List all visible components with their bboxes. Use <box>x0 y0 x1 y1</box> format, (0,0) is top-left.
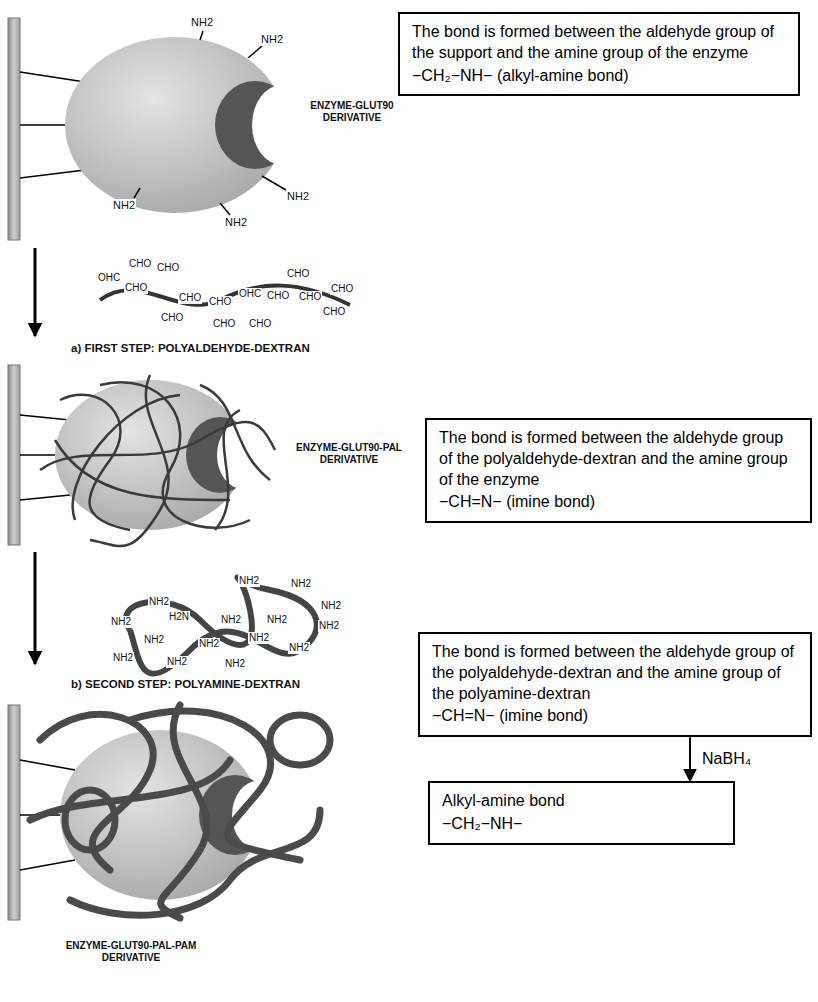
box-text: The bond is formed between the aldehyde … <box>412 22 786 64</box>
amine-group: NH2 <box>288 642 310 654</box>
amine-group: NH2 <box>248 632 270 644</box>
amine-group: NH2 <box>112 199 136 212</box>
amine-group: NH2 <box>110 616 132 628</box>
amine-group: NH2 <box>320 600 342 612</box>
aldehyde-group: CHO <box>286 268 310 280</box>
reagent-label: NaBH₄ <box>700 750 753 768</box>
amine-group: NH2 <box>318 620 340 632</box>
amine-group: NH2 <box>286 190 310 203</box>
amine-group: NH2 <box>224 658 246 670</box>
enzyme-glut90-pal <box>8 365 275 546</box>
aldehyde-group: CHO <box>298 291 322 303</box>
aldehyde-group: CHO <box>266 290 290 302</box>
bond-formula: −CH₂−NH− <box>442 814 721 835</box>
amine-group: H2N <box>168 611 190 623</box>
derivative-name: ENZYME-GLUT90 DERIVATIVE <box>305 100 399 123</box>
step-label: b) SECOND STEP: POLYAMINE-DEXTRAN <box>70 678 301 691</box>
aldehyde-group: CHO <box>156 262 180 274</box>
step-arrow <box>34 552 37 664</box>
amine-group: NH2 <box>220 614 242 626</box>
aldehyde-group: CHO <box>178 292 202 304</box>
box-text: The bond is formed between the aldehyde … <box>439 428 798 490</box>
bond-formula: −CH=N− (imine bond) <box>439 492 798 513</box>
amine-group: NH2 <box>143 634 165 646</box>
amine-group: NH2 <box>190 16 214 29</box>
reaction-arrow <box>689 737 691 781</box>
derivative-name: ENZYME-GLUT90-PAL DERIVATIVE <box>283 442 415 465</box>
aldehyde-group: CHO <box>330 283 354 295</box>
aldehyde-group: CHO <box>322 306 346 318</box>
aldehyde-group: CHO <box>212 318 236 330</box>
aldehyde-group: OHC <box>238 288 262 300</box>
box-text: The bond is formed between the aldehyde … <box>432 642 798 704</box>
step-label: a) FIRST STEP: POLYALDEHYDE-DEXTRAN <box>70 342 311 355</box>
enzyme-glut90 <box>8 18 312 240</box>
aldehyde-group: CHO <box>248 318 272 330</box>
aldehyde-group: CHO <box>124 282 148 294</box>
derivative-name: ENZYME-GLUT90-PAL-PAM DERIVATIVE <box>35 940 227 963</box>
amine-group: NH2 <box>224 216 248 229</box>
aldehyde-group: CHO <box>208 296 232 308</box>
amine-group: NH2 <box>238 575 260 587</box>
text-box: The bond is formed between the aldehyde … <box>418 632 812 737</box>
amine-group: NH2 <box>148 596 170 608</box>
text-box: Alkyl-amine bond−CH₂−NH− <box>428 781 735 845</box>
bond-formula: −CH=N− (imine bond) <box>432 706 798 727</box>
bond-formula: −CH₂−NH− (alkyl-amine bond) <box>412 66 786 87</box>
aldehyde-group: OHC <box>97 272 121 284</box>
amine-group: NH2 <box>290 578 312 590</box>
step-arrow <box>34 248 37 336</box>
polyamine-chain <box>126 578 317 674</box>
amine-group: NH2 <box>266 614 288 626</box>
text-box: The bond is formed between the aldehyde … <box>425 418 812 523</box>
aldehyde-group: CHO <box>128 258 152 270</box>
enzyme-glut90-pal-pam <box>8 705 330 920</box>
box-text: Alkyl-amine bond <box>442 791 721 812</box>
amine-group: NH2 <box>166 656 188 668</box>
text-box: The bond is formed between the aldehyde … <box>398 12 800 96</box>
amine-group: NH2 <box>260 33 284 46</box>
amine-group: NH2 <box>112 652 134 664</box>
aldehyde-group: CHO <box>160 312 184 324</box>
amine-group: NH2 <box>198 638 220 650</box>
